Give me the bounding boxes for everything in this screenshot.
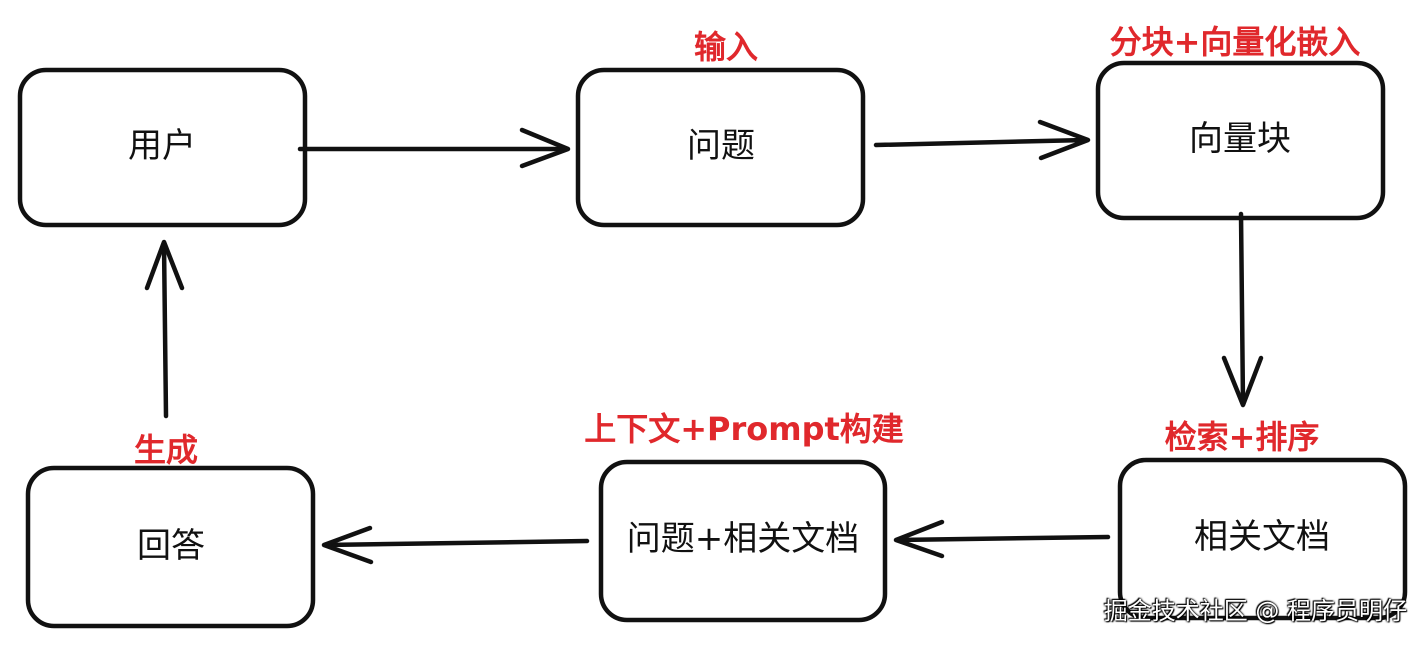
node-user-label: 用户	[128, 126, 196, 166]
edge-answer-to-user	[144, 239, 185, 419]
node-answer: 回答	[25, 465, 316, 629]
node-user: 用户	[17, 67, 308, 228]
edge-docs-to-combined	[893, 519, 1111, 559]
edge-combined-to-answer-line	[322, 538, 590, 548]
node-question-plus-docs-label: 问题+相关文档	[627, 519, 860, 559]
edge-question-to-vector	[873, 119, 1091, 161]
edge-user-to-question	[297, 127, 571, 169]
edge-answer-to-user-arrowhead	[144, 239, 185, 291]
node-question-plus-docs-box	[598, 459, 888, 623]
edge-vector-to-docs-arrowhead	[1221, 355, 1264, 408]
label-retrieve-rank: 检索+排序	[1165, 418, 1320, 456]
edge-docs-to-combined-arrowhead	[893, 519, 945, 559]
node-vector-chunks-label: 向量块	[1189, 119, 1291, 159]
edge-docs-to-combined-line	[894, 534, 1111, 543]
edge-answer-to-user-line	[161, 241, 169, 419]
node-related-docs: 相关文档	[1117, 457, 1408, 621]
node-question: 问题	[575, 67, 866, 228]
node-question-box	[575, 67, 866, 228]
node-answer-box	[25, 465, 316, 629]
label-context-prompt: 上下文+Prompt构建	[584, 410, 904, 448]
edge-question-to-vector-arrowhead	[1037, 119, 1091, 161]
edge-question-to-vector-line	[873, 137, 1089, 148]
node-question-label: 问题	[687, 126, 755, 166]
label-input: 输入	[694, 28, 758, 66]
edge-user-to-question-arrowhead	[519, 127, 571, 169]
watermark-text: 掘金技术社区 @ 程序员明仔	[1103, 597, 1407, 625]
node-related-docs-label: 相关文档	[1194, 517, 1330, 557]
edge-vector-to-docs-line	[1238, 211, 1246, 407]
node-answer-label: 回答	[137, 526, 205, 566]
edge-combined-to-answer-arrowhead	[321, 525, 374, 565]
node-question-plus-docs: 问题+相关文档	[598, 459, 888, 623]
edge-combined-to-answer	[321, 525, 590, 565]
node-vector-chunks: 向量块	[1095, 60, 1386, 221]
label-generate: 生成	[134, 431, 198, 469]
label-chunk-embed: 分块+向量化嵌入	[1110, 23, 1361, 61]
node-related-docs-box	[1117, 457, 1408, 621]
edge-vector-to-docs	[1221, 211, 1264, 408]
